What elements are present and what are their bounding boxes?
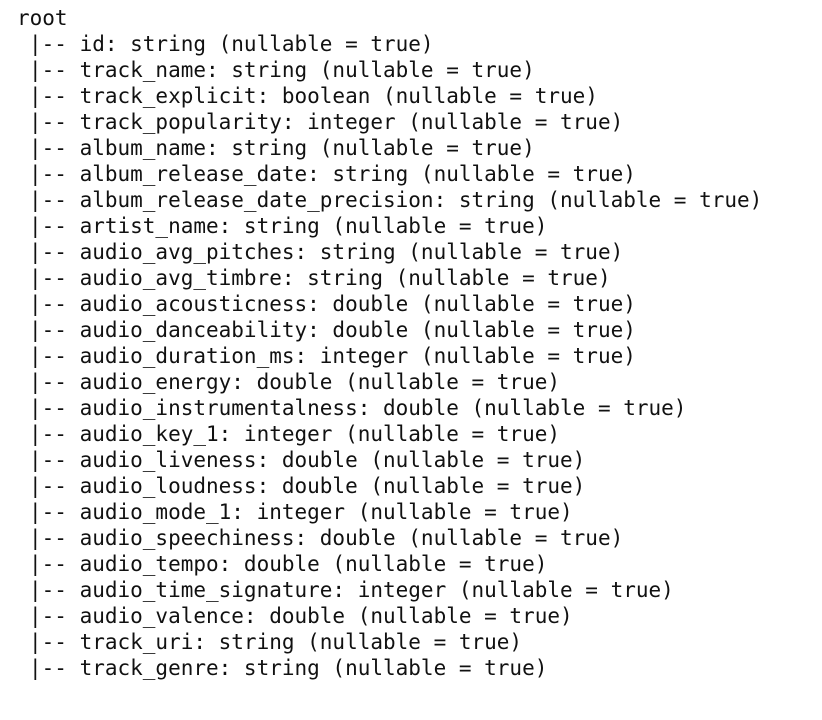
schema-field-line: |-- id: string (nullable = true)	[29, 32, 434, 56]
schema-field-line: |-- audio_instrumentalness: double (null…	[29, 396, 687, 420]
schema-field-line: |-- audio_avg_pitches: string (nullable …	[29, 240, 624, 264]
schema-field-line: |-- audio_tempo: double (nullable = true…	[29, 552, 548, 576]
schema-root-label: root	[17, 6, 68, 30]
schema-field-line: |-- track_explicit: boolean (nullable = …	[29, 84, 598, 108]
schema-field-line: |-- album_release_date_precision: string…	[29, 188, 763, 212]
schema-field-line: |-- artist_name: string (nullable = true…	[29, 214, 548, 238]
schema-field-line: |-- album_release_date: string (nullable…	[29, 162, 636, 186]
schema-field-line: |-- audio_speechiness: double (nullable …	[29, 526, 624, 550]
schema-output: root|-- id: string (nullable = true)|-- …	[17, 5, 762, 681]
schema-field-line: |-- track_uri: string (nullable = true)	[29, 630, 523, 654]
schema-field-line: |-- audio_time_signature: integer (nulla…	[29, 578, 674, 602]
schema-field-line: |-- audio_acousticness: double (nullable…	[29, 292, 636, 316]
schema-field-line: |-- audio_liveness: double (nullable = t…	[29, 448, 586, 472]
schema-field-line: |-- track_name: string (nullable = true)	[29, 58, 535, 82]
schema-field-line: |-- audio_mode_1: integer (nullable = tr…	[29, 500, 573, 524]
schema-field-line: |-- audio_danceability: double (nullable…	[29, 318, 636, 342]
schema-field-line: |-- audio_loudness: double (nullable = t…	[29, 474, 586, 498]
schema-field-line: |-- album_name: string (nullable = true)	[29, 136, 535, 160]
schema-field-line: |-- audio_avg_timbre: string (nullable =…	[29, 266, 611, 290]
schema-field-line: |-- audio_duration_ms: integer (nullable…	[29, 344, 636, 368]
schema-field-line: |-- audio_valence: double (nullable = tr…	[29, 604, 573, 628]
schema-field-line: |-- track_popularity: integer (nullable …	[29, 110, 624, 134]
schema-field-line: |-- track_genre: string (nullable = true…	[29, 656, 548, 680]
schema-field-line: |-- audio_energy: double (nullable = tru…	[29, 370, 561, 394]
schema-field-line: |-- audio_key_1: integer (nullable = tru…	[29, 422, 561, 446]
